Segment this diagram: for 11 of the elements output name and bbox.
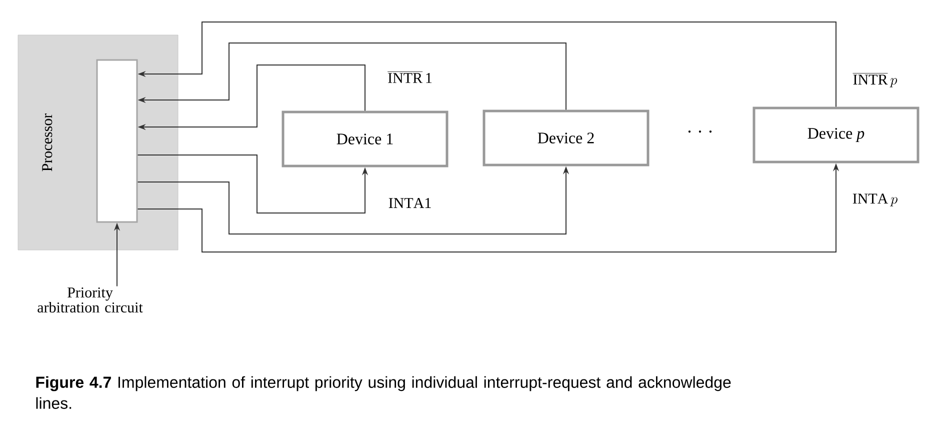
device-box: Device 1 [282,110,448,168]
signal-label: $\mathrm{INTA1}$ [388,198,431,208]
signal-label: $\mathrm{INTA}\,p$ [852,194,898,206]
signal-label: $\overline{\mathrm{INTR}}\,\mathrm{1}$ [388,72,432,83]
signal-label: $\overline{\mathrm{INTR}}\,p$ [852,73,898,88]
circuit-label: Priority arbitration circuit [38,287,143,313]
device-box: Device p [752,106,920,164]
caption: Figure 4.7 Implementation of interrupt priority using individual interrupt-request and acknowledge lines. [36,376,731,409]
device-box: Device 2 [482,110,650,166]
arbitration-box [96,59,138,223]
ellipsis: · · · [688,130,712,133]
